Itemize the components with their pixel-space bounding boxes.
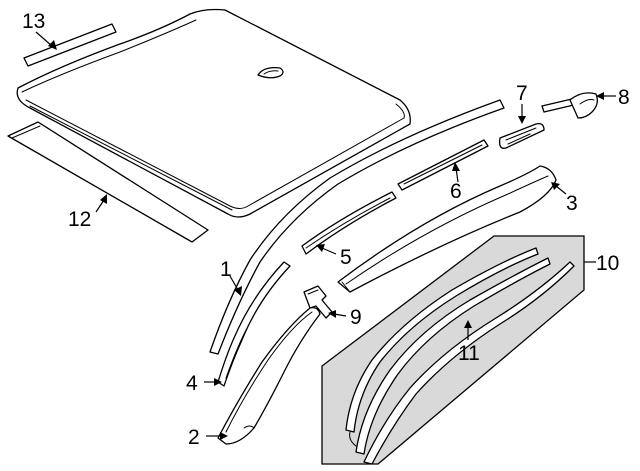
callout-2: 2 [188, 426, 200, 449]
part-8-end-cap [541, 92, 598, 119]
callout-10: 10 [596, 252, 619, 275]
part-11-weatherstrips [345, 247, 575, 465]
callout-4: 4 [186, 372, 198, 395]
callout-1: 1 [220, 258, 232, 281]
callout-13: 13 [22, 10, 45, 33]
part-7-cap [498, 122, 545, 149]
part-2-pillar-cover [217, 306, 321, 445]
callout-9: 9 [350, 306, 362, 329]
callout-12: 12 [68, 208, 91, 231]
callout-3: 3 [566, 192, 578, 215]
callout-7: 7 [516, 82, 528, 105]
callout-6: 6 [450, 180, 462, 203]
part-13-strip [23, 23, 117, 67]
part-5-trim-strip [301, 191, 397, 255]
roof-panel [16, 8, 411, 218]
part-4-lower-molding [217, 261, 291, 387]
callout-5: 5 [340, 246, 352, 269]
part-1-drip-molding [209, 99, 505, 355]
callout-11: 11 [458, 342, 480, 365]
leader-lines [35, 31, 616, 440]
part-12-headliner-strip [7, 121, 209, 243]
part-3-pillar-garnish [337, 165, 557, 293]
callout-8: 8 [618, 86, 630, 109]
callout-labels: 13 12 1 4 2 5 6 3 7 8 9 10 11 [22, 10, 630, 449]
part-6-trim-strip [397, 139, 489, 191]
